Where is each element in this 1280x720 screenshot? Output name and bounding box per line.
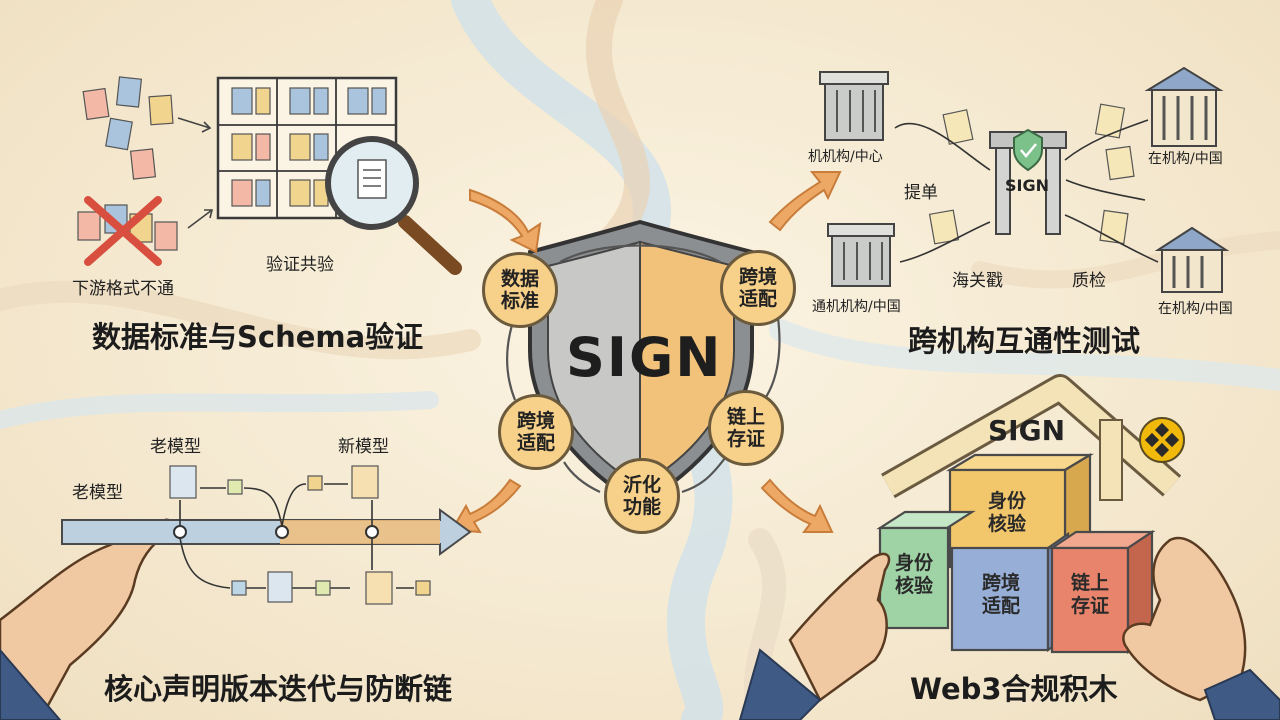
- inst-bl-label: 通机机构/中国: [812, 299, 901, 315]
- ring-node-right-label: 链上 存证: [726, 406, 765, 450]
- shield-brand: SIGN: [566, 326, 723, 389]
- timeline-arrow: [61, 508, 472, 556]
- panel-tr-title: 跨机构互通性测试: [908, 324, 1141, 358]
- inst-br-label: 在机构/中国: [1158, 301, 1233, 317]
- roof-brand: SIGN: [988, 414, 1065, 447]
- grid-arrows: [177, 117, 214, 229]
- version-docs: [169, 465, 431, 605]
- incoming-docs: [82, 76, 174, 180]
- inst-tr-label: 在机构/中国: [1148, 151, 1223, 167]
- cube-left-label: 身份 核验: [894, 552, 933, 597]
- ring-node-right: 链上 存证: [708, 390, 784, 466]
- institution-tl: [819, 71, 889, 141]
- panel-tl-title: 数据标准与Schema验证: [92, 320, 424, 354]
- magnifier-icon: [325, 136, 462, 275]
- gate-label: SIGN: [1005, 176, 1049, 195]
- flow-customs-label: 海关戳: [952, 271, 1003, 291]
- version-branches: [179, 483, 414, 589]
- rejected-docs: [77, 196, 178, 266]
- compliance-cubes: [876, 453, 1156, 655]
- cube-mid-label: 跨境 适配: [981, 572, 1020, 617]
- checkmark-shield-icon: [1013, 128, 1043, 172]
- label-reject: 下游格式不通: [72, 279, 174, 299]
- ring-node-left: 跨境 适配: [498, 394, 574, 470]
- reject-x-icon: [84, 196, 162, 266]
- ring-node-top-right: 跨境 适配: [720, 250, 796, 326]
- binance-coin-icon: [1139, 417, 1185, 463]
- flow-docs: [928, 103, 1135, 245]
- holding-hands: [738, 536, 1280, 720]
- panel-bl-title: 核心声明版本迭代与防断链: [104, 672, 453, 706]
- sign-shield: [528, 219, 754, 508]
- institution-tr: [1144, 66, 1224, 147]
- label-verify: 验证共验: [266, 255, 334, 275]
- institution-br: [1154, 226, 1230, 293]
- sign-gate: [989, 128, 1067, 235]
- flow-qc-label: 质检: [1072, 271, 1106, 291]
- flow-arrows-tr: [894, 119, 1159, 263]
- ring-node-top-left-label: 数据 标准: [500, 268, 539, 312]
- flow-bill-label: 提单: [904, 183, 938, 203]
- ring-node-bottom-label: 沂化 功能: [622, 474, 661, 518]
- grid-docs: [231, 87, 387, 207]
- cube-right-label: 链上 存证: [1070, 572, 1109, 617]
- big-flow-arrows: [450, 171, 842, 534]
- old-model-a-label: 老模型: [150, 437, 201, 457]
- cube-top-label: 身份 核验: [987, 490, 1026, 535]
- house-roof: [881, 374, 1182, 501]
- ring-arrows: [505, 244, 781, 494]
- new-model-label: 新模型: [338, 437, 389, 457]
- panel-br-title: Web3合规积木: [910, 672, 1118, 706]
- inst-tl-label: 机机构/中心: [808, 149, 883, 165]
- ring-node-left-label: 跨境 适配: [516, 410, 555, 454]
- old-model-b-label: 老模型: [72, 483, 123, 503]
- ring-node-bottom: 沂化 功能: [604, 458, 680, 534]
- ring-node-top-left: 数据 标准: [482, 252, 558, 328]
- institution-bl: [827, 223, 895, 287]
- ring-node-top-right-label: 跨境 适配: [738, 266, 777, 310]
